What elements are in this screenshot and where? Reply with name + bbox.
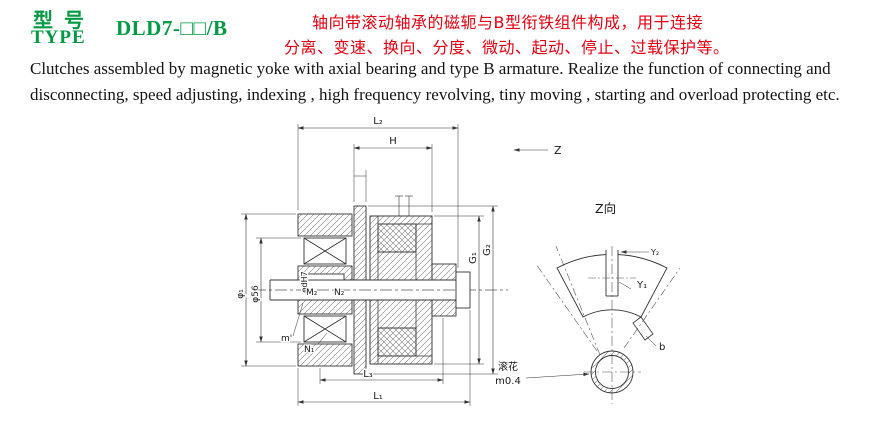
dim-label-m2: M₂ [306, 288, 318, 298]
dim-label-g1: G₁ [468, 252, 479, 264]
model-code: DLD7-□□/B [116, 16, 228, 40]
description-cn-line2: 分离、变速、换向、分度、微动、起动、停止、过载保护等。 [284, 38, 730, 57]
dim-label-l1: L₁ [373, 391, 383, 402]
dim-label-m-prime: m' [281, 334, 292, 344]
description-en-line2: disconnecting, speed adjusting, indexing… [30, 85, 840, 104]
dimension-lines [241, 124, 548, 406]
description-en-line1: Clutches assembled by magnetic yoke with… [30, 59, 831, 78]
shaft-stub [455, 271, 471, 309]
bore-fit-label: φdH7 [300, 271, 309, 292]
dim-label-l3: L₃ [363, 369, 373, 380]
dim-label-g2: G₂ [482, 244, 493, 256]
dim-label-h: H [389, 136, 397, 147]
view-title-z: Z向 [595, 201, 616, 216]
dim-label-l2: L₂ [373, 116, 383, 127]
section-view [254, 195, 508, 375]
dim-label-phi56: φ56 [251, 285, 261, 303]
knurl-note-line2: m0.4 [495, 376, 521, 387]
type-label-cn: 型 号 [33, 8, 86, 32]
dim-label-n1: N₁ [304, 345, 315, 355]
dim-label-n2: N₂ [334, 288, 345, 298]
knurl-note-line1: 滚花 [498, 360, 518, 373]
keyway [303, 273, 345, 281]
view-arrow-label-z: Z [554, 144, 562, 157]
dim-label-y2: Y₂ [650, 248, 659, 257]
dim-label-b: b [659, 342, 665, 353]
dim-label-phi1: φ₁ [236, 289, 246, 299]
dim-label-y1: Y₁ [636, 280, 647, 291]
type-label-en: TYPE [31, 27, 86, 48]
z-direction-view: Z向 [525, 200, 681, 404]
description-cn-line1: 轴向带滚动轴承的磁轭与B型衔铁组件构成，用于连接 [312, 13, 703, 32]
